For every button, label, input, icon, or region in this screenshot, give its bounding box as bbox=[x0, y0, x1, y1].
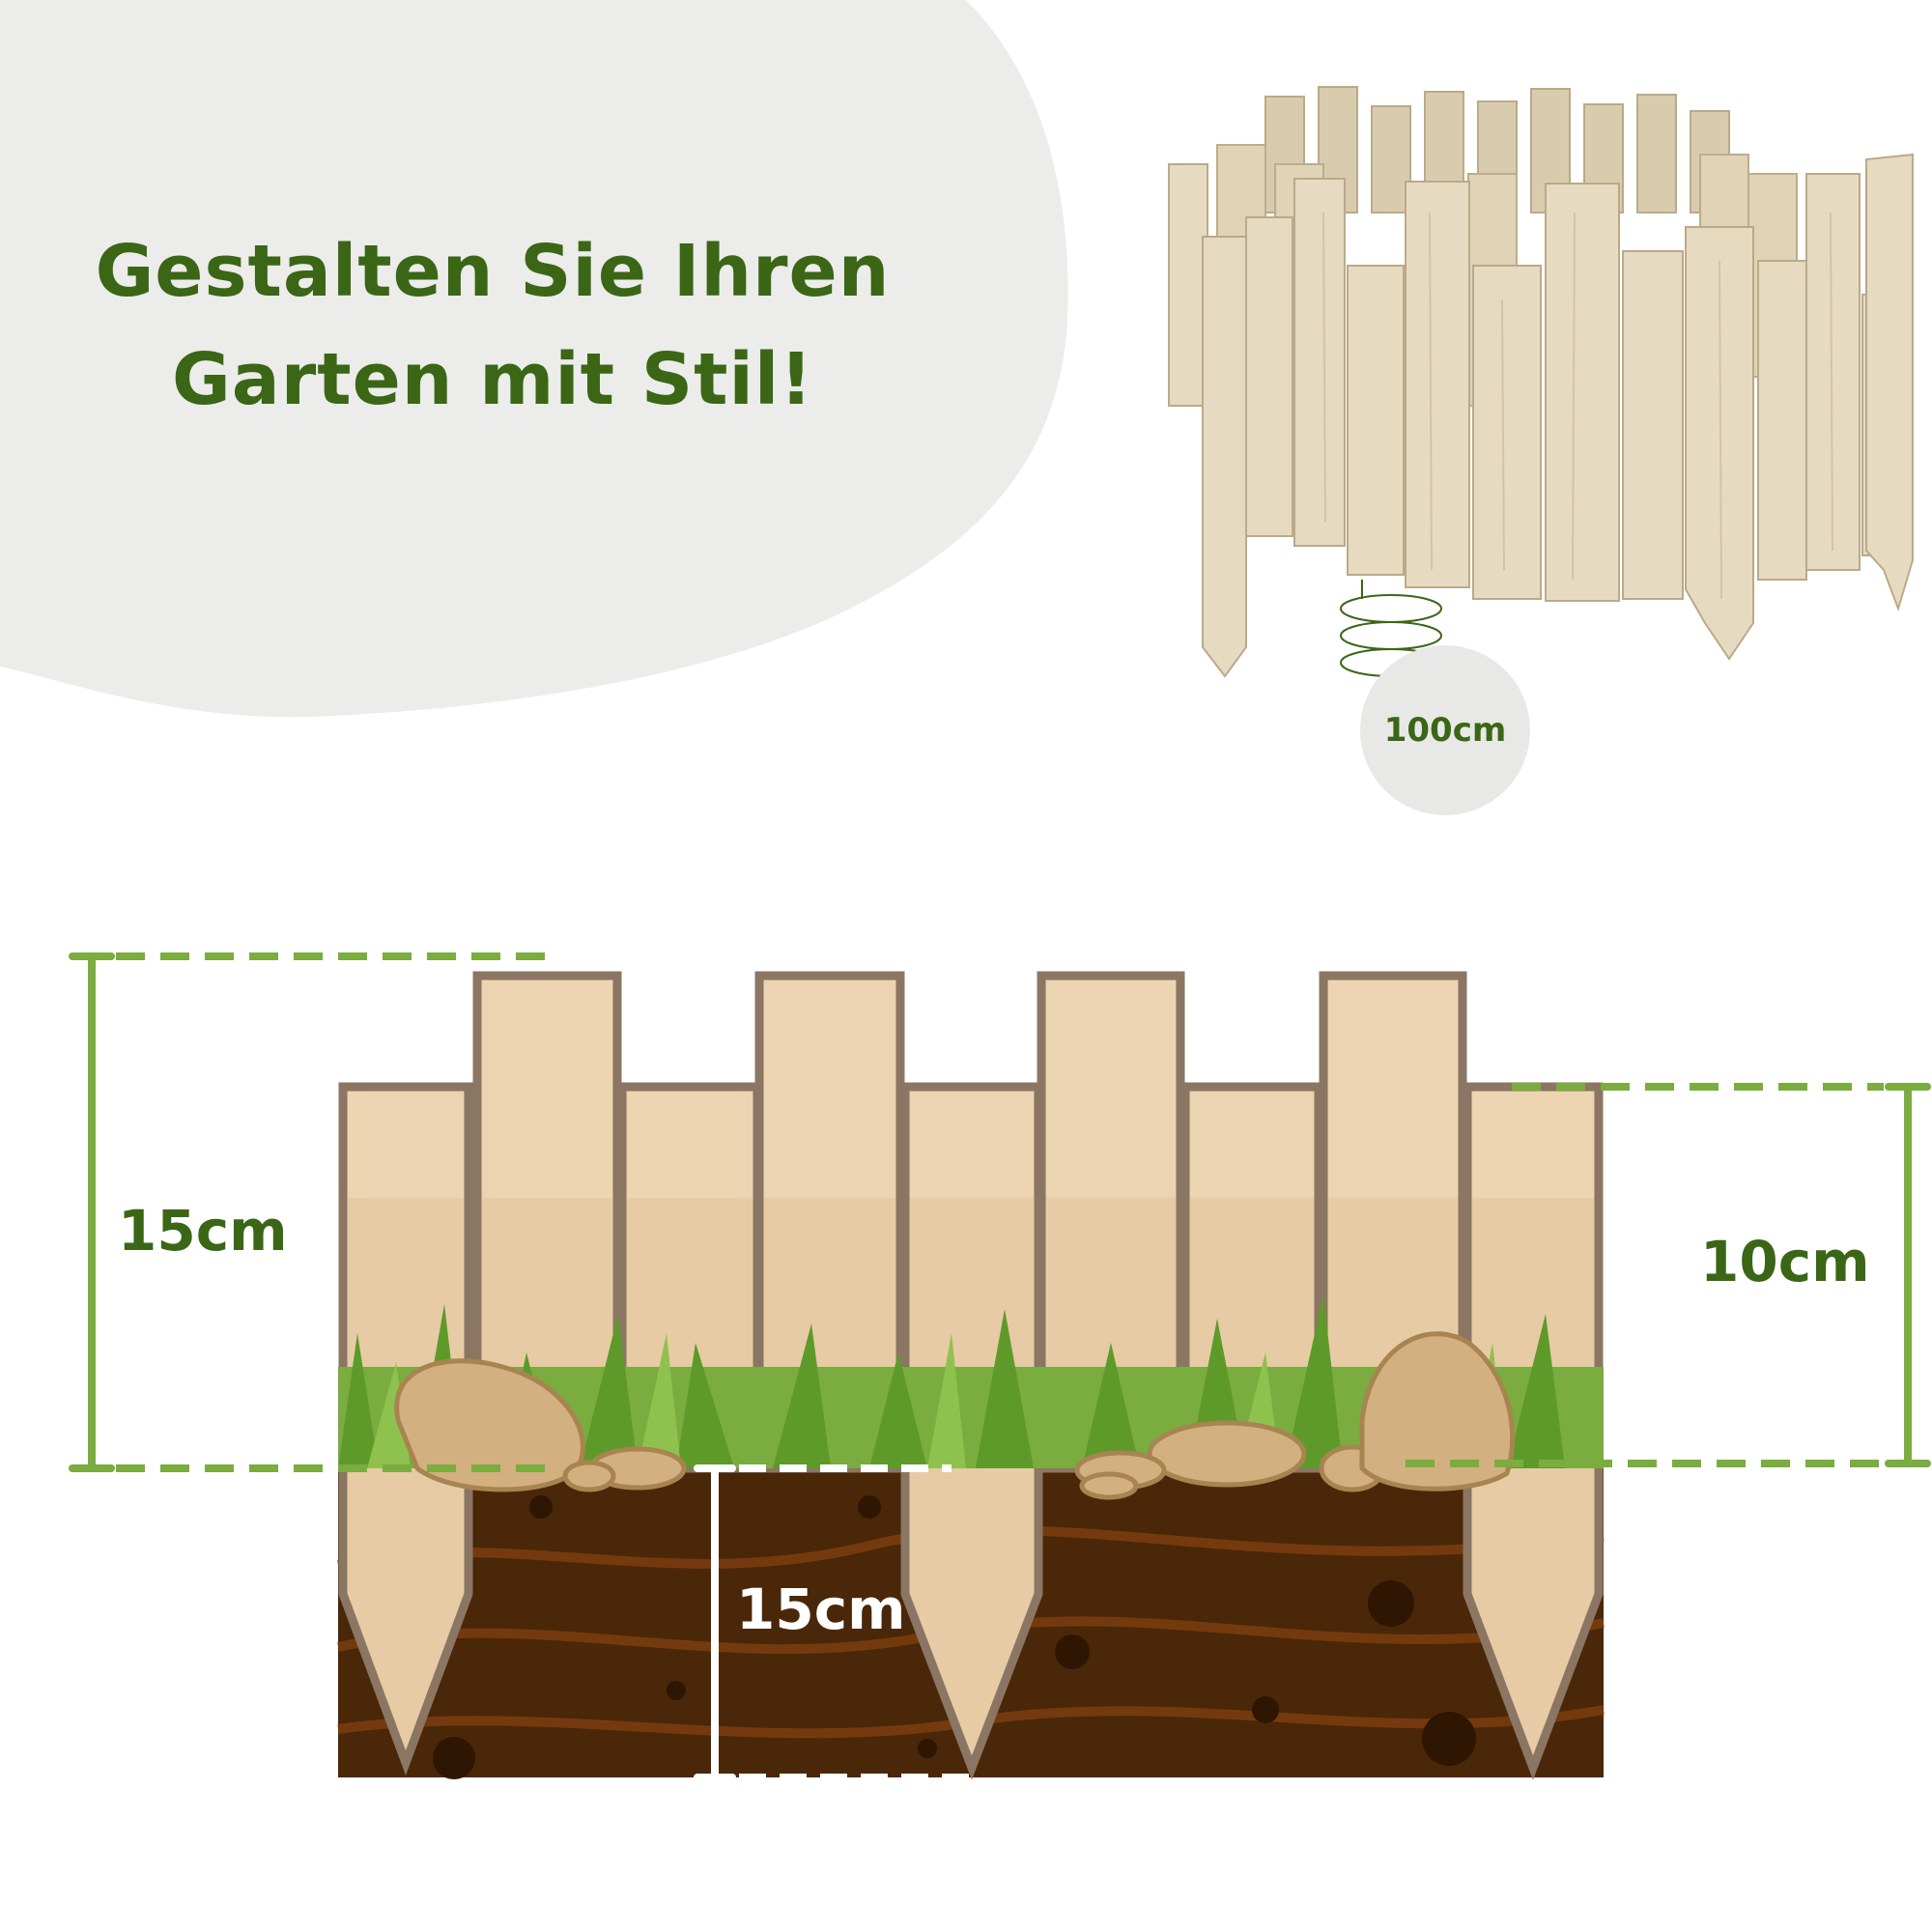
background-blob bbox=[0, 0, 1068, 718]
rolled-border-image bbox=[1168, 86, 1914, 678]
headline-line-1: Gestalten Sie Ihren bbox=[95, 230, 891, 313]
length-label: 100cm bbox=[1383, 711, 1507, 750]
headline: Gestalten Sie Ihren Garten mit Stil! bbox=[58, 217, 927, 434]
fence-cross-section bbox=[69, 952, 1931, 1781]
ground-depth-label: 15cm bbox=[736, 1577, 906, 1642]
headline-line-2: Garten mit Stil! bbox=[172, 338, 813, 421]
total-height-label: 15cm bbox=[118, 1198, 288, 1264]
length-badge: 100cm bbox=[1360, 645, 1530, 815]
above-ground-height-label: 10cm bbox=[1700, 1229, 1870, 1294]
